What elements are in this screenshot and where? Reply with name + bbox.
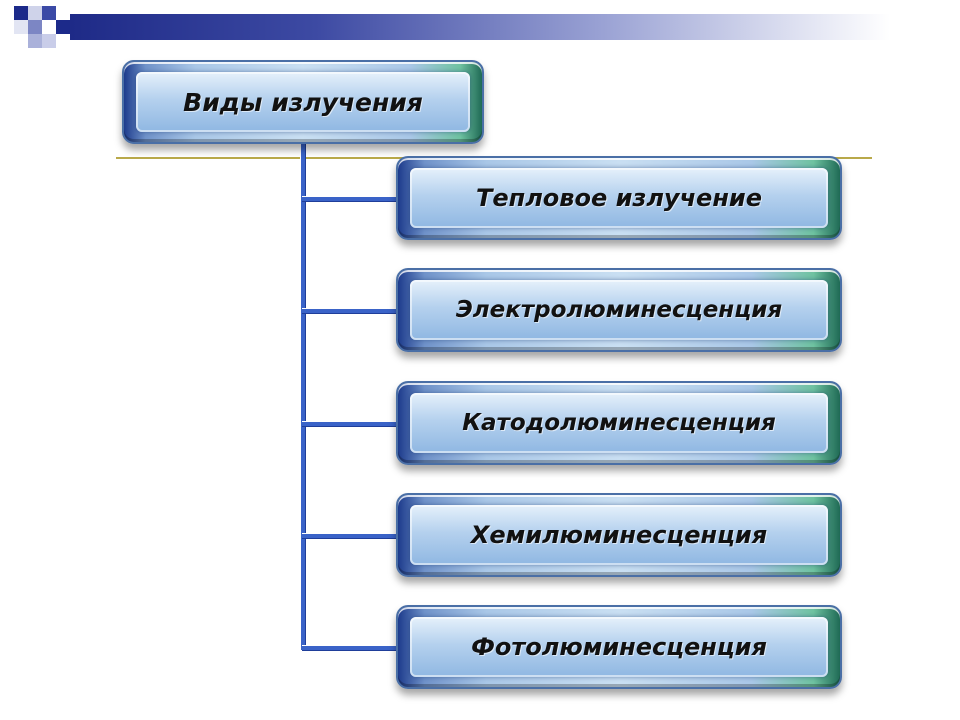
child-node-label: Электролюминесценция: [455, 297, 783, 323]
decor-square: [28, 6, 42, 20]
header-gradient-bar: [70, 14, 890, 40]
root-node: Виды излучения: [122, 60, 484, 144]
child-node-label: Катодолюминесценция: [462, 410, 776, 436]
branch-connector-3: [302, 421, 402, 427]
decor-square: [28, 20, 42, 34]
child-node-cathodoluminescence: Катодолюминесценция: [396, 381, 842, 465]
child-node-photoluminescence: Фотолюминесценция: [396, 605, 842, 689]
header-bar-gap: [104, 40, 872, 44]
branch-connector-1: [302, 196, 402, 202]
branch-connector-4: [302, 533, 402, 539]
branch-connector-2: [302, 308, 402, 314]
child-node-panel: Тепловое излучение: [410, 168, 828, 228]
decor-square: [42, 6, 56, 20]
child-node-thermal: Тепловое излучение: [396, 156, 842, 240]
tree-trunk-connector: [300, 142, 306, 650]
decor-square: [42, 34, 56, 48]
child-node-panel: Катодолюминесценция: [410, 393, 828, 453]
child-node-panel: Электролюминесценция: [410, 280, 828, 340]
decor-square: [14, 20, 28, 34]
decor-square: [14, 6, 28, 20]
child-node-electroluminescence: Электролюминесценция: [396, 268, 842, 352]
child-node-panel: Фотолюминесценция: [410, 617, 828, 677]
root-node-label: Виды излучения: [183, 87, 423, 117]
child-node-panel: Хемилюминесценция: [410, 505, 828, 565]
root-node-panel: Виды излучения: [136, 72, 470, 132]
child-node-label: Хемилюминесценция: [470, 521, 768, 549]
child-node-label: Тепловое излучение: [475, 184, 763, 212]
decor-square: [56, 20, 70, 34]
decor-square: [28, 34, 42, 48]
child-node-chemiluminescence: Хемилюминесценция: [396, 493, 842, 577]
child-node-label: Фотолюминесценция: [471, 633, 767, 661]
branch-connector-5: [302, 645, 402, 651]
